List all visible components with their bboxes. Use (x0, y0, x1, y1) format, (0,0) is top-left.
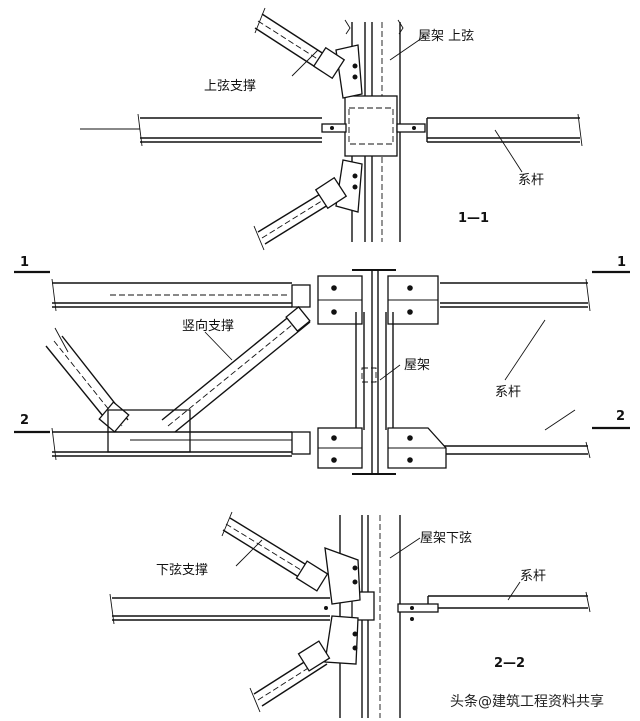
watermark: 头条@建筑工程资料共享 (450, 693, 604, 710)
truss-vertical-member (352, 269, 396, 475)
center-gusset-plate (344, 95, 398, 157)
view-1-1: 上弦支撑 屋架 上弦 系杆 1—1 (80, 7, 583, 251)
label-tie-bar-elevation: 系杆 (495, 385, 521, 400)
label-bottom-chord-brace: 下弦支撑 (156, 562, 208, 578)
label-tie-bar-2: 系杆 (520, 569, 546, 584)
vertical-brace-diagonal (161, 306, 311, 433)
tie-bar-left-2 (109, 593, 330, 625)
label-truss: 屋架 (404, 358, 430, 373)
cut-mark-1-left: 1 (14, 255, 50, 274)
top-chord-brace-lower (253, 159, 363, 251)
cut-mark-2-left: 2 (14, 413, 50, 434)
tie-bar-top-left (51, 278, 311, 312)
bottom-chord-brace-lower (249, 615, 359, 713)
svg-text:2: 2 (616, 409, 625, 424)
label-top-chord-brace: 上弦支撑 (204, 78, 256, 94)
tie-bar-bottom (51, 427, 591, 461)
bottom-chord-brace-upper (221, 511, 361, 605)
section-2-2-title: 2—2 (494, 656, 525, 671)
svg-text:1: 1 (617, 255, 626, 270)
label-truss-bottom-chord: 屋架下弦 (420, 530, 472, 546)
view-2-2: 下弦支撑 屋架下弦 系杆 2—2 (109, 511, 591, 718)
svg-text:2: 2 (20, 413, 29, 428)
vertical-brace-v (45, 327, 191, 453)
tie-bar-right (396, 113, 583, 147)
tie-bar-left (80, 113, 347, 147)
tie-bar-right-2 (397, 591, 591, 621)
tie-bar-top-right (440, 278, 591, 312)
label-tie-bar-1: 系杆 (518, 173, 544, 188)
section-1-1-title: 1—1 (458, 211, 489, 226)
cut-mark-1-right: 1 (592, 255, 630, 274)
label-truss-top-chord: 屋架 上弦 (418, 28, 474, 44)
svg-text:1: 1 (20, 255, 29, 270)
top-chord-brace-upper (254, 7, 363, 99)
view-elevation: 1 1 2 2 (14, 255, 630, 475)
cut-mark-2-right: 2 (592, 409, 630, 430)
label-vertical-brace: 竖向支撑 (182, 318, 234, 334)
